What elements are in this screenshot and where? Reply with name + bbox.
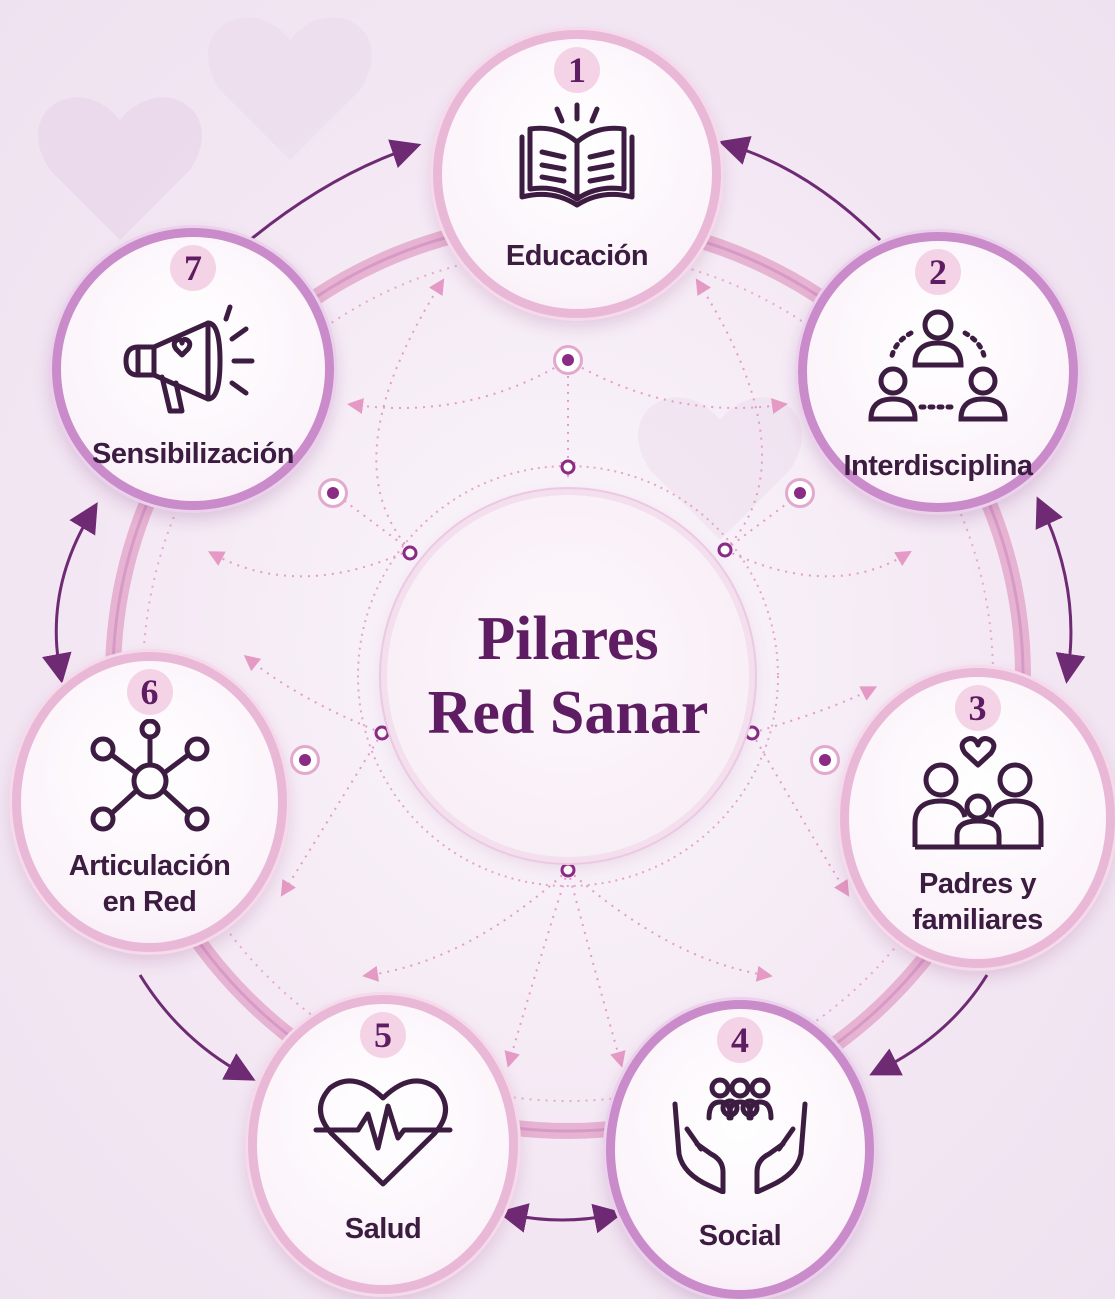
pillar-salud[interactable]: 5 Salud: [248, 995, 518, 1294]
pillar-educacion[interactable]: 1 Educación: [433, 30, 721, 318]
pillar-number: 2: [915, 249, 961, 295]
open-book-icon: [519, 102, 635, 208]
pillar-label-line2: familiares: [912, 904, 1043, 936]
center-title-line1: Pilares: [477, 605, 659, 673]
heart-pulse-icon: [313, 1078, 453, 1187]
center-title-circle: Pilares Red Sanar: [387, 495, 749, 857]
pillar-number: 7: [170, 245, 216, 291]
network-nodes-icon: [90, 719, 209, 832]
pillar-label: Educación: [505, 240, 649, 272]
pillar-interdisciplina[interactable]: 2 Interdisciplina: [798, 232, 1078, 512]
connector-dot: [290, 745, 320, 775]
pillar-number: 1: [554, 47, 600, 93]
family-heart-icon: [912, 736, 1043, 850]
megaphone-heart-icon: [123, 304, 255, 414]
pillar-articulacion-en-red[interactable]: 6 Articulación en Red: [12, 652, 287, 952]
center-title-line2: Red Sanar: [427, 679, 709, 747]
pillar-social[interactable]: 4 Social: [606, 1000, 874, 1299]
pillar-number: 3: [954, 685, 1001, 731]
pillar-number: 5: [360, 1012, 406, 1058]
pillar-number: 4: [717, 1017, 763, 1063]
pillar-number: 6: [126, 669, 173, 715]
pillar-label-line1: Articulación: [68, 850, 231, 882]
pillar-label: Salud: [344, 1213, 422, 1245]
pillar-padres-familiares[interactable]: 3 Padres y familiares: [840, 668, 1115, 968]
connector-dot: [785, 478, 815, 508]
pillar-sensibilizacion[interactable]: 7 Sensibilización: [52, 228, 334, 510]
pillar-label: Social: [698, 1220, 782, 1252]
connector-dot: [553, 345, 583, 375]
pillar-label: Sensibilización: [92, 438, 295, 470]
connector-dot: [318, 478, 348, 508]
pillar-label-line2: en Red: [102, 886, 197, 918]
hands-community-icon: [672, 1077, 808, 1194]
pillar-label-line1: Padres y: [919, 868, 1036, 900]
team-circle-icon: [868, 309, 1008, 422]
connector-dot: [810, 745, 840, 775]
pillar-label: Interdisciplina: [843, 450, 1033, 482]
